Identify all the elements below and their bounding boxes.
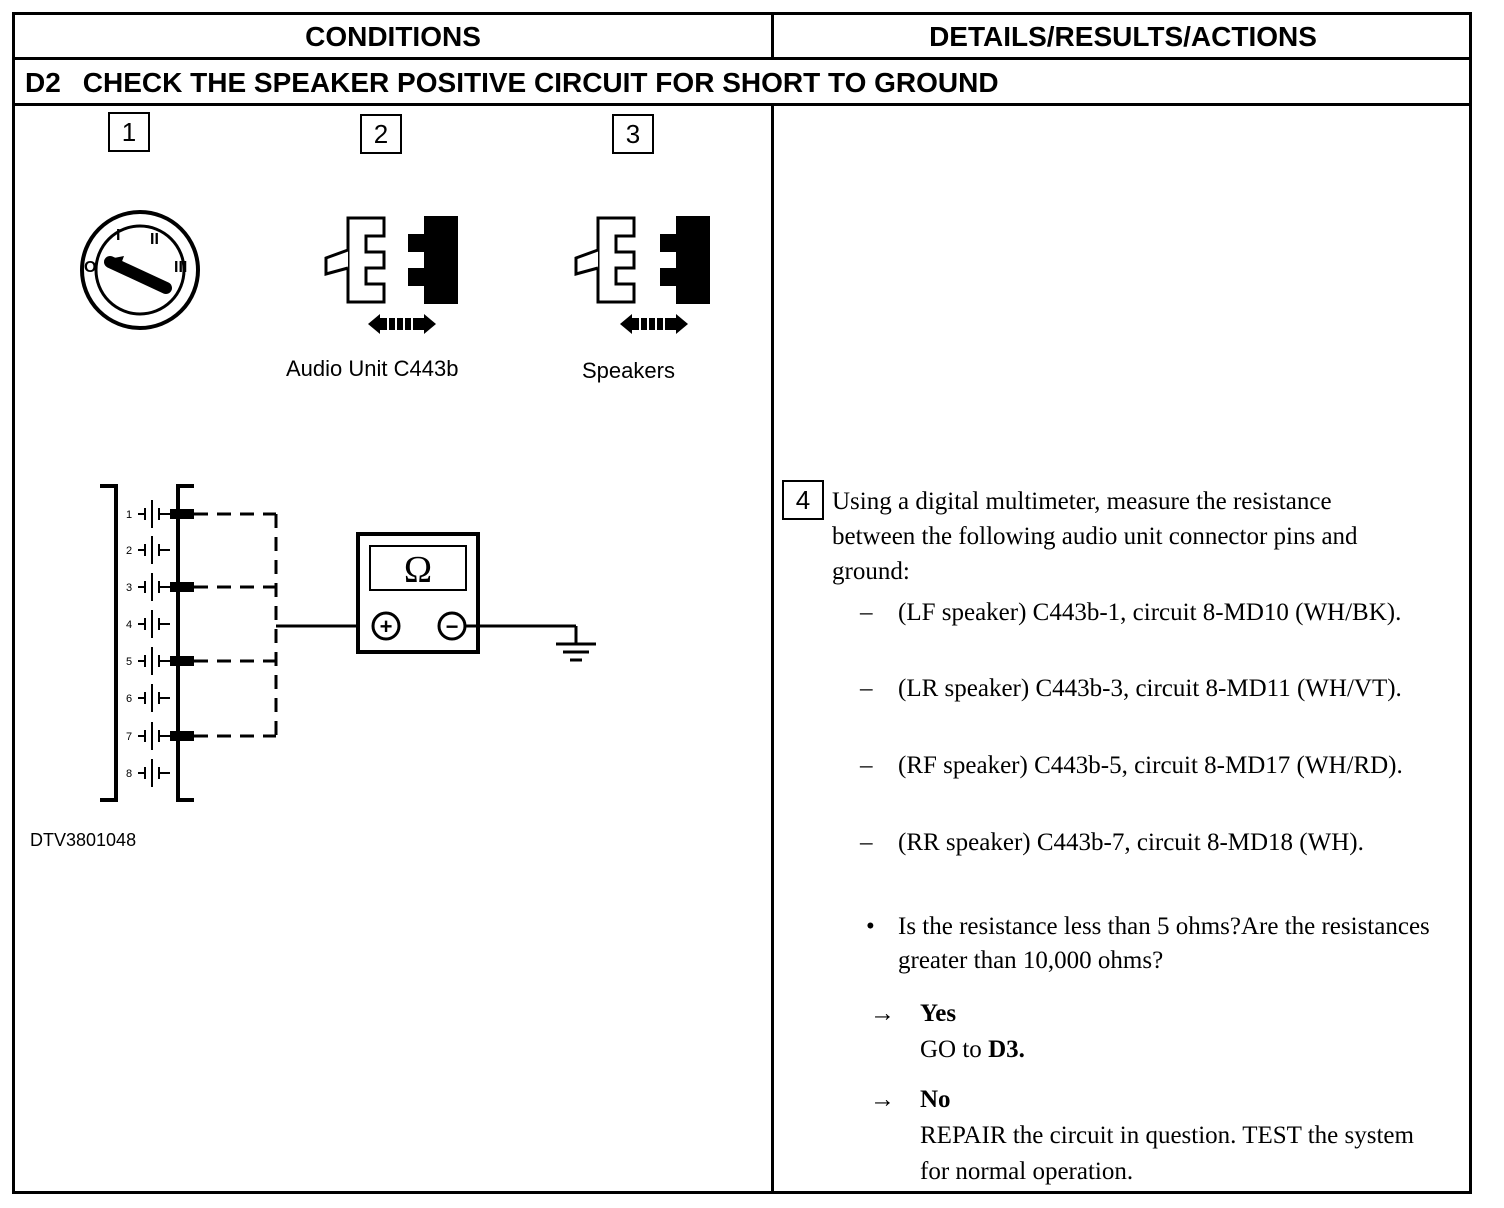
plus-terminal: + bbox=[380, 614, 393, 639]
connector-pin-block: 1 2 3 4 5 6 7 8 bbox=[100, 484, 372, 802]
details-header: DETAILS/RESULTS/ACTIONS bbox=[929, 21, 1317, 52]
ignition-switch-icon: O I II III bbox=[80, 210, 200, 330]
pin-label-2: 2 bbox=[126, 545, 132, 557]
pin-label-1: 1 bbox=[126, 509, 132, 521]
yes-action-prefix: GO to bbox=[920, 1036, 982, 1063]
double-arrow-icon bbox=[368, 314, 436, 334]
yes-action: GO to D3. bbox=[920, 1032, 1440, 1068]
diagnostic-table: CONDITIONS DETAILS/RESULTS/ACTIONS D2 CHE… bbox=[12, 12, 1472, 1194]
pin-label-7: 7 bbox=[126, 731, 132, 743]
conditions-header: CONDITIONS bbox=[305, 21, 481, 52]
section-title: D2 CHECK THE SPEAKER POSITIVE CIRCUIT FOR… bbox=[25, 63, 999, 103]
ignition-pos-1: I bbox=[116, 227, 120, 244]
header-divider bbox=[15, 57, 1469, 60]
instruction-text: Using a digital multimeter, measure the … bbox=[832, 488, 1358, 585]
pin-label-6: 6 bbox=[126, 693, 132, 705]
figure-id: DTV3801048 bbox=[30, 830, 137, 850]
multimeter-icon: Ω + − bbox=[356, 532, 576, 654]
dash-marker: – bbox=[860, 675, 873, 702]
ignition-pos-3: III bbox=[174, 259, 187, 276]
pin-label-5: 5 bbox=[126, 656, 132, 668]
minus-terminal: − bbox=[446, 614, 459, 639]
step-2-box: 2 bbox=[360, 114, 402, 154]
measurement-text: (RR speaker) C443b-7, circuit 8-MD18 (WH… bbox=[898, 829, 1364, 856]
dash-marker: – bbox=[860, 829, 873, 856]
yes-action-target: D3. bbox=[988, 1036, 1025, 1063]
ignition-pos-0: O bbox=[84, 259, 96, 276]
pin-label-8: 8 bbox=[126, 768, 132, 780]
step-3-box: 3 bbox=[612, 114, 654, 154]
arrow-icon: → bbox=[870, 1000, 895, 1027]
dash-marker: – bbox=[860, 599, 873, 626]
speaker-connector-disconnect-icon bbox=[574, 216, 710, 334]
section-heading: CHECK THE SPEAKER POSITIVE CIRCUIT FOR S… bbox=[82, 67, 999, 98]
audio-unit-caption: Audio Unit C443b bbox=[286, 356, 459, 381]
section-divider bbox=[15, 103, 1469, 106]
pin-label-4: 4 bbox=[126, 619, 132, 631]
measurement-text: (LF speaker) C443b-1, circuit 8-MD10 (WH… bbox=[898, 599, 1402, 626]
no-action: REPAIR the circuit in question. TEST the… bbox=[920, 1122, 1414, 1185]
section-code: D2 bbox=[25, 67, 61, 98]
dash-marker: – bbox=[860, 752, 873, 779]
step-4-box: 4 bbox=[782, 480, 824, 520]
double-arrow-icon bbox=[620, 314, 688, 334]
arrow-icon: → bbox=[870, 1086, 895, 1113]
connector-disconnect-icon bbox=[324, 216, 458, 334]
ground-icon bbox=[556, 626, 596, 662]
header-column-divider bbox=[771, 15, 774, 57]
yes-label: Yes bbox=[920, 1000, 957, 1027]
ignition-pos-2: II bbox=[150, 231, 159, 248]
step-1-box: 1 bbox=[108, 112, 150, 152]
question-text: Is the resistance less than 5 ohms?Are t… bbox=[898, 913, 1430, 974]
body-column-divider bbox=[771, 103, 774, 1191]
speakers-caption: Speakers bbox=[582, 358, 675, 383]
no-label: No bbox=[920, 1086, 951, 1113]
measurement-text: (LR speaker) C443b-3, circuit 8-MD11 (WH… bbox=[898, 675, 1402, 702]
bullet-marker: • bbox=[866, 913, 875, 940]
measurement-text: (RF speaker) C443b-5, circuit 8-MD17 (WH… bbox=[898, 752, 1403, 779]
pin-label-3: 3 bbox=[126, 582, 132, 594]
ohm-symbol: Ω bbox=[404, 549, 432, 591]
